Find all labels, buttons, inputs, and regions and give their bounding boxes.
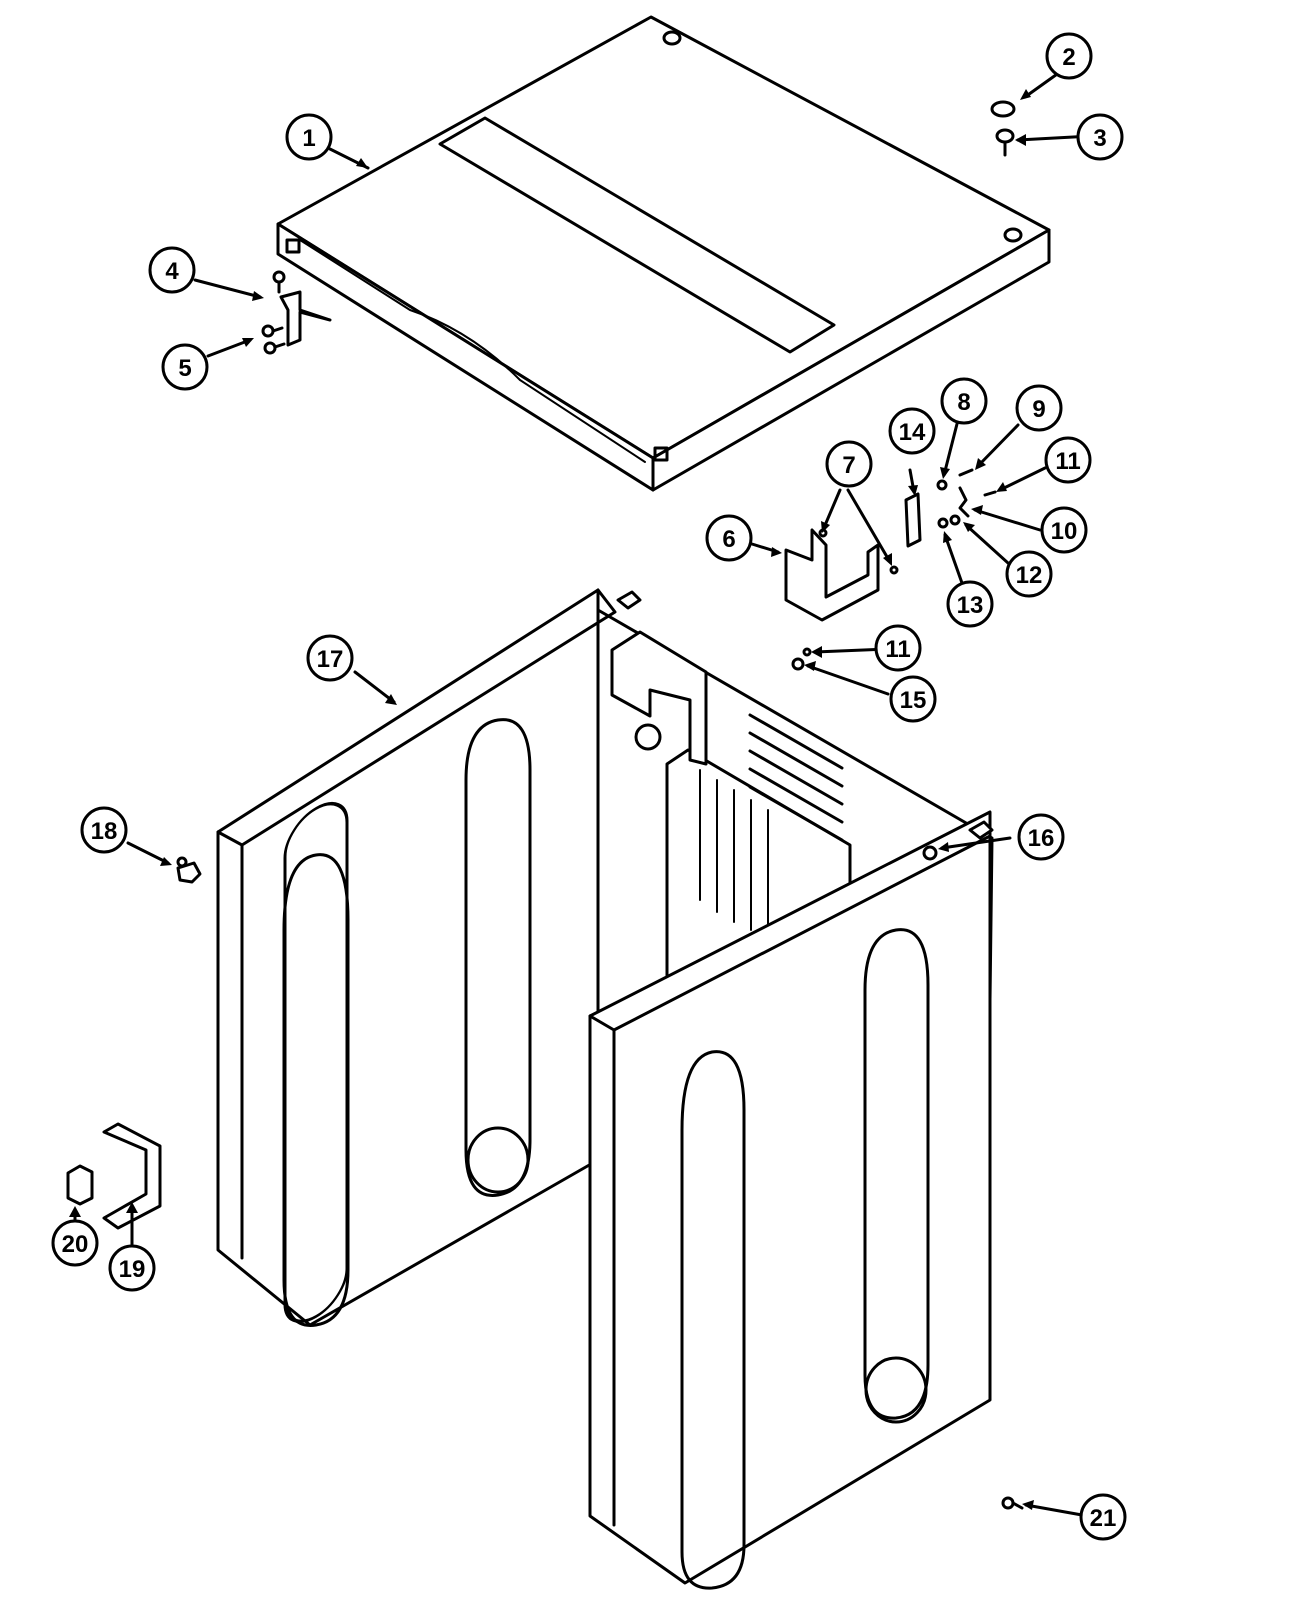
callout-1: 1 xyxy=(285,113,333,161)
channel-bracket xyxy=(102,1122,162,1230)
callout-6: 6 xyxy=(705,514,753,562)
callout-9: 9 xyxy=(1015,384,1063,432)
callout-label: 4 xyxy=(165,258,179,285)
callout-15: 15 xyxy=(889,675,937,723)
callout-5: 5 xyxy=(161,343,209,391)
callout-13: 13 xyxy=(946,580,994,628)
callout-12: 12 xyxy=(1005,550,1053,598)
clip-part xyxy=(176,856,202,884)
callout-label: 11 xyxy=(885,636,910,663)
cabinet xyxy=(216,588,994,1590)
callout-label: 1 xyxy=(302,125,315,152)
callout-14: 14 xyxy=(888,407,936,455)
callout-label: 20 xyxy=(62,1231,89,1258)
callout-17: 17 xyxy=(306,634,354,682)
callout-7: 7 xyxy=(825,440,873,488)
callout-label: 15 xyxy=(900,687,927,714)
callout-label: 18 xyxy=(91,818,118,845)
callout-label: 11 xyxy=(1055,448,1080,475)
callout-3: 3 xyxy=(1076,113,1124,161)
callout-label: 12 xyxy=(1016,562,1043,589)
callout-label: 13 xyxy=(957,592,984,619)
callout-11-lower: 11 xyxy=(874,624,922,672)
callout-label: 21 xyxy=(1090,1505,1117,1532)
callout-21: 21 xyxy=(1079,1493,1127,1541)
callout-label: 6 xyxy=(722,526,735,553)
plug-bumper xyxy=(990,100,1016,157)
callout-8: 8 xyxy=(940,377,988,425)
callout-label: 3 xyxy=(1093,125,1106,152)
callout-20: 20 xyxy=(51,1219,99,1267)
hinge-bracket xyxy=(261,270,332,355)
callout-11-upper: 11 xyxy=(1044,436,1092,484)
leader-lines xyxy=(69,70,1094,1517)
callout-16: 16 xyxy=(1017,813,1065,861)
callout-10: 10 xyxy=(1040,506,1088,554)
callout-19: 19 xyxy=(108,1244,156,1292)
callout-2: 2 xyxy=(1045,32,1093,80)
callout-label: 17 xyxy=(317,646,344,673)
nut-washer xyxy=(791,647,812,671)
top-panel xyxy=(276,15,1051,492)
callout-label: 16 xyxy=(1028,825,1055,852)
callout-label: 5 xyxy=(178,355,191,382)
callout-label: 10 xyxy=(1051,518,1078,545)
block-part xyxy=(66,1164,94,1206)
callout-label: 2 xyxy=(1062,44,1075,71)
callout-4: 4 xyxy=(148,246,196,294)
screw-part xyxy=(1001,1496,1024,1510)
callout-18: 18 xyxy=(80,806,128,854)
callout-label: 7 xyxy=(842,452,855,479)
callout-label: 14 xyxy=(899,419,926,446)
callout-label: 19 xyxy=(119,1256,146,1283)
callout-label: 8 xyxy=(957,389,970,416)
callout-label: 9 xyxy=(1032,396,1045,423)
